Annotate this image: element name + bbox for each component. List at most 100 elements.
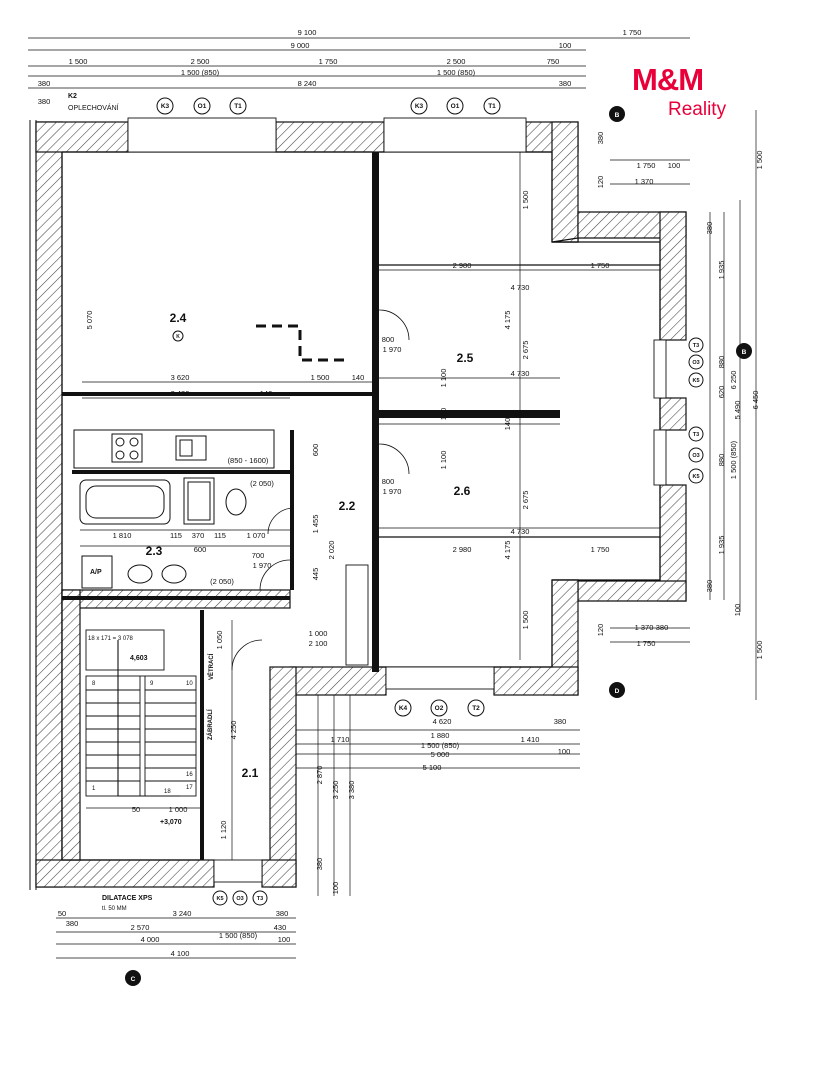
dim-top-2500b: 2 500: [447, 57, 466, 66]
dim-r-620: 620: [717, 386, 726, 399]
dashed-partition: [256, 324, 348, 362]
stair-1: 1: [92, 786, 96, 792]
room-2-1: 2.1: [242, 766, 259, 780]
label-dilatace-sub: tl. 50 MM: [102, 906, 127, 912]
dim-1500v: 1 500: [521, 191, 530, 210]
dim-r-380c: 380: [705, 580, 714, 593]
dim-1100b: 1 100: [439, 451, 448, 470]
section-marker-d: D: [615, 688, 620, 695]
dim-top-750: 750: [547, 57, 560, 66]
dim-bl-50: 50: [58, 909, 66, 918]
dim-445: 445: [311, 568, 320, 581]
tag-o3-a: O3: [692, 360, 699, 366]
dim-top-380b: 380: [559, 79, 572, 88]
dim-1100a: 1 100: [439, 369, 448, 388]
dim-top-1750b: 1 750: [319, 57, 338, 66]
tag-o3-c: O3: [236, 896, 243, 902]
dim-r-100b: 100: [733, 604, 742, 617]
label-ap: A/P: [90, 569, 102, 576]
dim-r-380a: 380: [596, 132, 605, 145]
dim-top-380a: 380: [38, 79, 51, 88]
label-zabradli: ZÁBRADLÍ: [206, 709, 214, 740]
dim-bl-3240: 3 240: [173, 909, 192, 918]
dim-top-1500-850b: 1 500 (850): [437, 68, 476, 77]
dim-4730c: 4 730: [511, 527, 530, 536]
dim-r-6250: 6 250: [729, 371, 738, 390]
tag-k4: K4: [399, 705, 408, 712]
dim-115a: 115: [170, 531, 182, 540]
tag-k5-b: K5: [692, 474, 699, 480]
logo-main-text: M&M: [632, 62, 704, 97]
dim-1810: 1 810: [113, 531, 132, 540]
label-vent: VĚTRACÍ: [207, 653, 215, 680]
dim-b-380a: 380: [554, 717, 567, 726]
dim-2050b: (2 050): [210, 577, 234, 586]
dim-r-380d: 380: [656, 623, 669, 632]
dim-1970c: 1 970: [253, 561, 272, 570]
dim-1750d: 1 750: [591, 545, 610, 554]
dim-bl-1500-850: 1 500 (850): [219, 931, 258, 940]
dim-r-120a: 120: [596, 176, 605, 189]
dim-600a: 600: [311, 444, 320, 457]
tag-t3-b: T3: [693, 432, 699, 438]
logo-sub-text: Reality: [668, 99, 727, 120]
dim-850-1600: (850 - 1600): [228, 456, 269, 465]
label-k2: K2: [68, 93, 77, 100]
section-marker-b-right: B: [742, 349, 747, 356]
section-markers: [125, 106, 752, 986]
dim-top-9100: 9 100: [298, 28, 317, 37]
dim-140c: 140: [439, 408, 448, 421]
dim-b-3380: 3 380: [347, 781, 356, 800]
dim-140d: 140: [503, 418, 512, 431]
tag-o1-a: O1: [198, 103, 207, 110]
dim-5070: 5 070: [85, 311, 94, 330]
tag-k5-c: K5: [216, 896, 223, 902]
dim-4175a: 4 175: [503, 311, 512, 330]
tag-o2: O2: [435, 705, 444, 712]
room-2-3: 2.3: [146, 544, 163, 558]
stair-10: 10: [186, 681, 193, 687]
room-2-4: 2.4: [170, 311, 187, 325]
stair-18: 18: [164, 789, 171, 795]
dim-140b: 140: [352, 373, 365, 382]
dim-1000a: 1 000: [309, 629, 328, 638]
dim-2675b: 2 675: [521, 491, 530, 510]
room-2-6: 2.6: [454, 484, 471, 498]
dim-800b: 800: [382, 477, 395, 486]
stair-8: 8: [92, 681, 96, 687]
dim-1500v2: 1 500: [521, 611, 530, 630]
doors: [231, 309, 410, 671]
dim-bl-430: 430: [274, 923, 287, 932]
dim-top-8240: 8 240: [298, 79, 317, 88]
dim-b-2870: 2 870: [315, 766, 324, 785]
dim-1070: 1 070: [247, 531, 266, 540]
dim-top-1500-850a: 1 500 (850): [181, 68, 220, 77]
k-mark: K: [176, 334, 180, 340]
dim-3480: 3 480: [171, 389, 190, 398]
dim-50: 50: [132, 805, 140, 814]
tag-k5-a: K5: [692, 378, 699, 384]
window-tags: [156, 97, 704, 906]
kitchen-counter: [73, 429, 275, 469]
dim-b-1710: 1 710: [331, 735, 350, 744]
dim-1750c: 1 750: [591, 261, 610, 270]
dim-370: 370: [192, 531, 205, 540]
dim-r-1500a: 1 500: [755, 151, 764, 170]
dim-140a: 140: [260, 389, 273, 398]
dim-600b: 600: [194, 545, 207, 554]
tag-o3-b: O3: [692, 453, 699, 459]
dim-1500m: 1 500: [311, 373, 330, 382]
dim-b-100b: 100: [331, 882, 340, 895]
label-oplechovani: OPLECHOVÁNÍ: [68, 103, 119, 112]
label-level-stairs: 4,603: [130, 655, 148, 662]
dim-bl-380a: 380: [66, 919, 79, 928]
dim-top-100: 100: [559, 41, 572, 50]
window-frames: [127, 117, 667, 883]
dim-1120: 1 120: [219, 821, 228, 840]
dim-top-1750: 1 750: [623, 28, 642, 37]
dim-b-5100: 5 100: [423, 763, 442, 772]
dimension-lines: [28, 37, 757, 959]
tag-t3-c: T3: [257, 896, 263, 902]
stair-16: 16: [186, 772, 193, 778]
dim-b-1880: 1 880: [431, 731, 450, 740]
